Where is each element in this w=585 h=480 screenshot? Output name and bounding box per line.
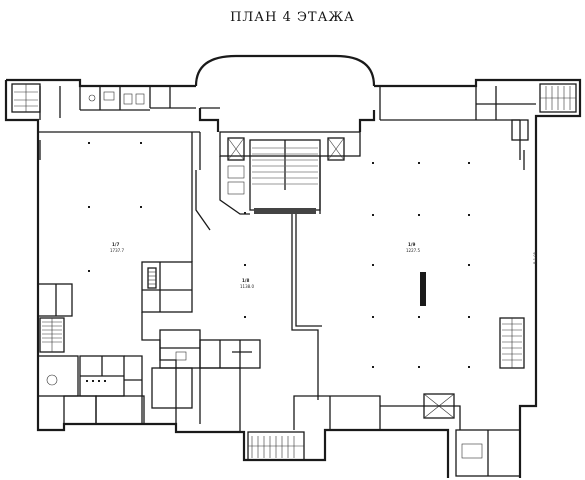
room-number: 1/9 [408,242,415,247]
right-upper-service [200,86,536,141]
stair-right [539,83,577,113]
top-left-rooms [39,86,196,120]
left-service-cluster [141,261,261,432]
left-hall [191,132,211,262]
columns [88,142,470,368]
side-label: В-1-05 [533,252,537,264]
plan-title: ПЛАН 4 ЭТАЖА [230,10,355,25]
room-labels: 1/7 1737.7 1/8 1138.0 1/9 1227.5 [110,242,420,289]
stair-bottom [247,431,305,461]
room-number: 1/8 [242,278,249,283]
room-area: 1737.7 [110,248,124,253]
central-core [198,108,376,215]
stair-left [11,83,41,113]
room-number: 1/7 [112,242,119,247]
room-area: 1227.5 [406,248,420,253]
central-corridor [291,214,322,400]
small-walls [39,140,525,353]
lower-right-rooms [293,393,521,477]
stair-right-mid [499,317,525,369]
lower-left-rooms [37,283,145,425]
outer-walls [4,54,582,478]
room-area: 1138.0 [240,284,254,289]
